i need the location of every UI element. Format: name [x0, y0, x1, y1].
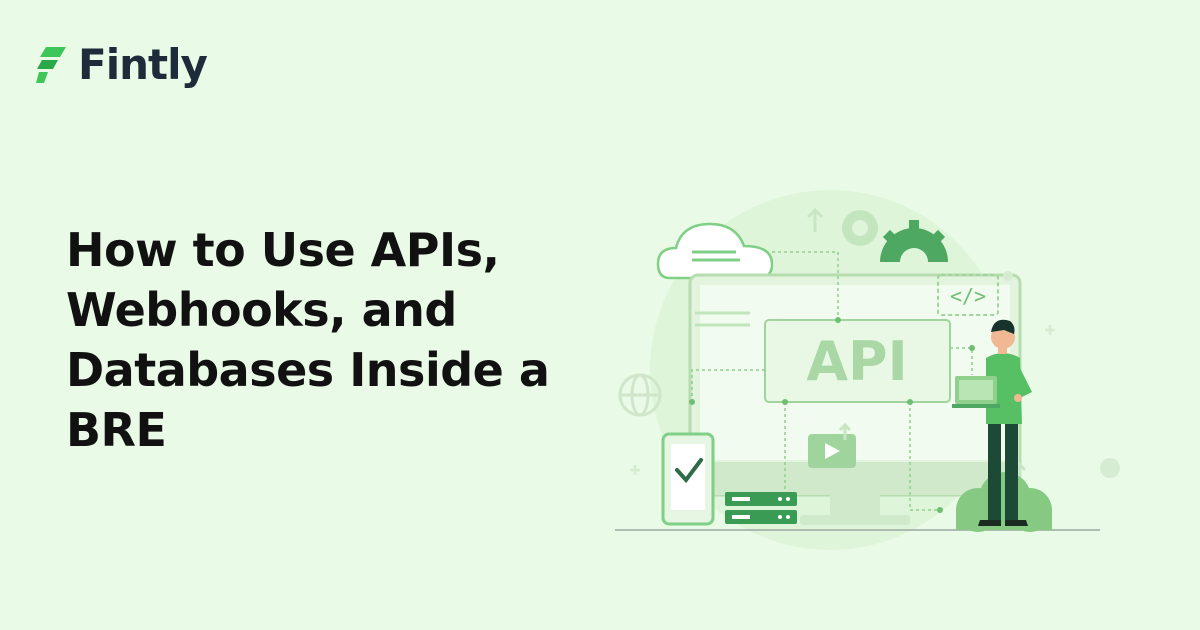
api-label: API — [806, 330, 907, 393]
title-line-1: How to Use APIs, — [66, 223, 500, 277]
laptop-icon — [952, 376, 1000, 408]
server-icon — [725, 492, 797, 524]
connector-lines — [691, 251, 973, 511]
code-icon: </> — [937, 274, 999, 316]
globe-icon — [618, 373, 662, 417]
play-icon — [808, 434, 856, 468]
brand-logo: Fintly — [36, 40, 208, 89]
api-box — [764, 319, 951, 403]
title-line-3: Databases Inside a — [66, 343, 550, 397]
phone-check-icon — [661, 432, 715, 526]
decorative-plus — [630, 325, 1055, 475]
code-symbol: </> — [950, 284, 986, 308]
connector-dots — [689, 317, 975, 513]
list-lines-icon — [695, 311, 750, 327]
title-line-4: BRE — [66, 403, 167, 457]
title-line-2: Webhooks, and — [66, 283, 457, 337]
person-laptop-icon — [952, 319, 1032, 526]
decorative-dot — [1100, 458, 1120, 478]
brand-name: Fintly — [78, 40, 208, 89]
fintly-logo-icon — [36, 46, 66, 83]
cloud-icon — [656, 222, 774, 280]
page-title: How to Use APIs, Webhooks, and Databases… — [66, 220, 586, 460]
gear-icon — [880, 220, 948, 262]
api-illustration: API </> — [615, 190, 1120, 550]
